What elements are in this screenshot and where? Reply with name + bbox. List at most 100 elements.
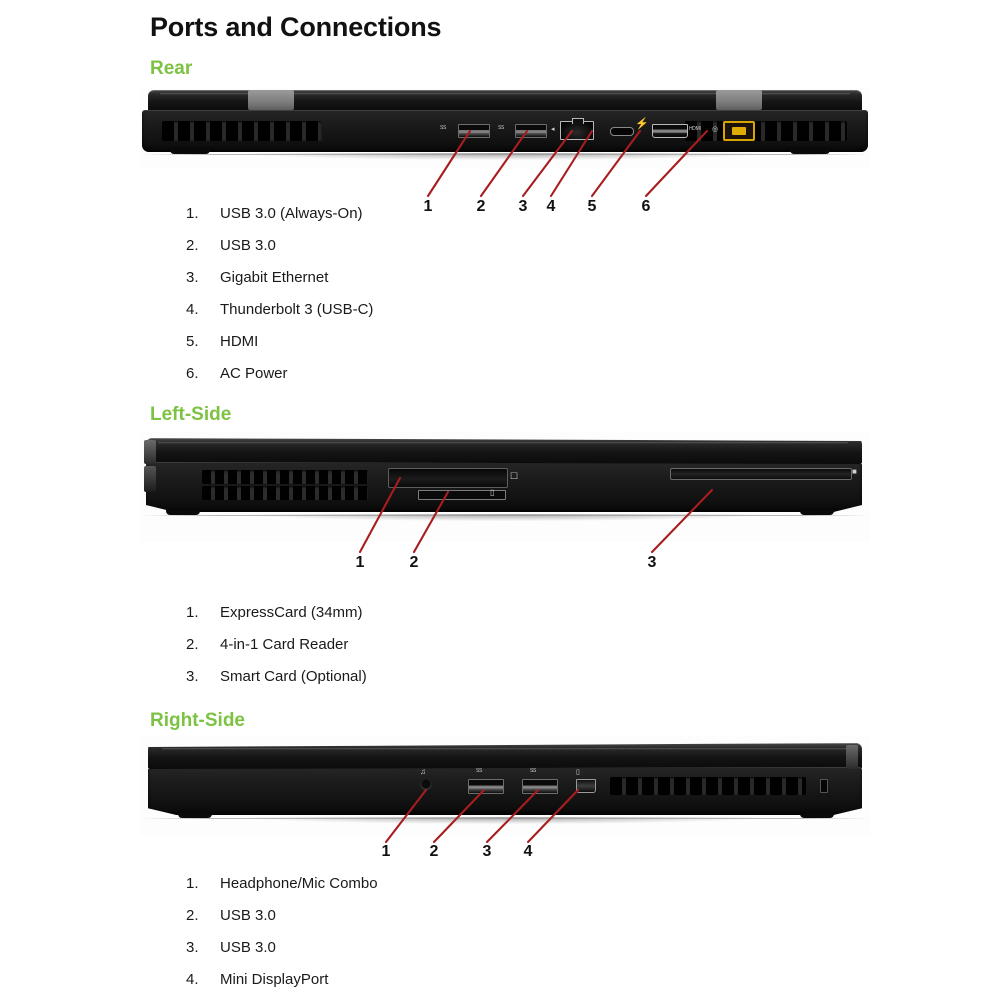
vent-grille-left — [162, 121, 322, 141]
hinge-right — [716, 90, 762, 110]
foot-right — [800, 813, 834, 818]
list-item-number: 5. — [186, 333, 199, 350]
rear-callout-6: 6 — [641, 198, 651, 215]
right-side-callout-1: 1 — [381, 843, 391, 860]
usb-always-on-icon: SS — [440, 125, 447, 131]
security-lock-slot — [820, 779, 828, 793]
rear-callout-3: 3 — [518, 198, 528, 215]
list-item: 6.AC Power — [186, 358, 373, 390]
list-item-label: 4-in-1 Card Reader — [220, 636, 349, 653]
port-usb-2 — [522, 779, 558, 794]
list-item: 2. 4-in-1 Card Reader — [186, 629, 367, 661]
list-item-label: USB 3.0 (Always-On) — [220, 205, 363, 222]
list-item: 4. Mini DisplayPort — [186, 964, 378, 996]
list-item-number: 3. — [186, 269, 199, 286]
list-item-label: AC Power — [220, 365, 288, 382]
list-item-label: Mini DisplayPort — [220, 971, 329, 988]
hdmi-icon: HDMI — [689, 126, 701, 132]
list-item-number: 1. — [186, 604, 199, 621]
list-item-number: 3. — [186, 668, 199, 685]
lid-seam — [158, 442, 848, 444]
slot-expresscard — [388, 468, 508, 488]
list-item: 1. Headphone/Mic Combo — [186, 868, 378, 900]
ac-power-icon: ◎ — [712, 126, 719, 133]
list-item: 5. HDMI — [186, 326, 373, 358]
thunderbolt-icon: ⚡ — [635, 118, 649, 130]
list-item: 1. USB 3.0 (Always-On) — [186, 198, 373, 230]
list-item: 4. Thunderbolt 3 (USB-C) — [186, 294, 373, 326]
list-item-label: Gigabit Ethernet — [220, 269, 329, 286]
laptop-lid — [148, 90, 862, 112]
list-item: 3. USB 3.0 — [186, 932, 378, 964]
left-side-callout-3: 3 — [647, 554, 657, 571]
foot-left — [178, 813, 212, 818]
port-usb-1 — [468, 779, 504, 794]
hinge-left — [248, 90, 294, 110]
section-rear: Rear SS SS ◂ ⚡ HDMI ◎ — [0, 0, 1000, 400]
list-item-number: 3. — [186, 939, 199, 956]
list-item: 1. ExpressCard (34mm) — [186, 597, 367, 629]
left-side-laptop-image: ☐ ▯ ■ — [140, 432, 870, 542]
hinge-stack-right — [846, 745, 858, 769]
list-item-label: USB 3.0 — [220, 237, 276, 254]
list-item-number: 4. — [186, 971, 199, 988]
lid-seam — [160, 93, 850, 95]
rear-callout-1: 1 — [423, 198, 433, 215]
card-reader-icon: ▯ — [490, 488, 495, 497]
port-ac-power — [723, 121, 755, 141]
usb-icon: SS — [498, 125, 505, 131]
list-item-number: 2. — [186, 636, 199, 653]
section-left-side: Left-Side ☐ ▯ ■ — [0, 0, 1000, 685]
section-heading-rear: Rear — [150, 58, 193, 79]
foot-right — [800, 510, 834, 515]
list-item-label: Headphone/Mic Combo — [220, 875, 378, 892]
list-item-number: 1. — [186, 205, 199, 222]
rear-callout-4: 4 — [546, 198, 556, 215]
floor-line — [140, 818, 870, 819]
list-item-label: Thunderbolt 3 (USB-C) — [220, 301, 374, 318]
vent-grille-upper — [202, 470, 368, 484]
usb-icon-2: SS — [530, 768, 537, 774]
left-side-callout-2: 2 — [409, 554, 419, 571]
floor-shadow — [140, 514, 870, 524]
right-side-callout-3: 3 — [482, 843, 492, 860]
expresscard-icon: ☐ — [510, 471, 519, 481]
list-item-label: USB 3.0 — [220, 939, 276, 956]
rear-port-list: 1. USB 3.0 (Always-On) 2. USB 3.0 3. Gigabi… — [186, 198, 373, 390]
foot-right — [790, 150, 830, 154]
list-item: 3. Smart Card (Optional) — [186, 661, 367, 693]
laptop-lid — [148, 743, 862, 769]
laptop-lid — [146, 438, 862, 464]
foot-left — [170, 150, 210, 154]
headphone-icon: ♫ — [420, 767, 426, 776]
list-item-number: 1. — [186, 875, 199, 892]
slot-smart-card — [670, 468, 852, 480]
left-side-port-list: 1. ExpressCard (34mm) 2. 4-in-1 Card Reade… — [186, 597, 367, 693]
list-item-label: HDMI — [220, 333, 259, 350]
hinge-stack-left-lower — [144, 466, 156, 492]
list-item: 2.USB 3.0 — [186, 900, 378, 932]
list-item-number: 4. — [186, 301, 199, 318]
port-mini-displayport — [576, 779, 596, 793]
list-item-number: 2. — [186, 237, 199, 254]
port-headphone-mic-combo — [420, 779, 432, 791]
list-item-label: ExpressCard (34mm) — [220, 604, 363, 621]
list-item: 3. Gigabit Ethernet — [186, 262, 373, 294]
rear-callout-2: 2 — [476, 198, 486, 215]
right-side-callout-2: 2 — [429, 843, 439, 860]
right-side-port-list: 1. Headphone/Mic Combo 2.USB 3.0 3. USB 3.… — [186, 868, 378, 996]
list-item: 2. USB 3.0 — [186, 230, 373, 262]
lid-seam — [162, 748, 848, 750]
vent-grille-right — [610, 777, 806, 795]
list-item-label: USB 3.0 — [220, 907, 276, 924]
foot-left — [166, 510, 200, 515]
list-item-label: Smart Card (Optional) — [220, 668, 367, 685]
right-side-callout-4: 4 — [523, 843, 533, 860]
section-heading-right-side: Right-Side — [150, 710, 245, 731]
left-side-callout-1: 1 — [355, 554, 365, 571]
floor-line — [140, 515, 870, 516]
minidp-icon: ▯ — [576, 769, 580, 776]
rear-callout-5: 5 — [587, 198, 597, 215]
page-title: Ports and Connections — [150, 12, 442, 42]
